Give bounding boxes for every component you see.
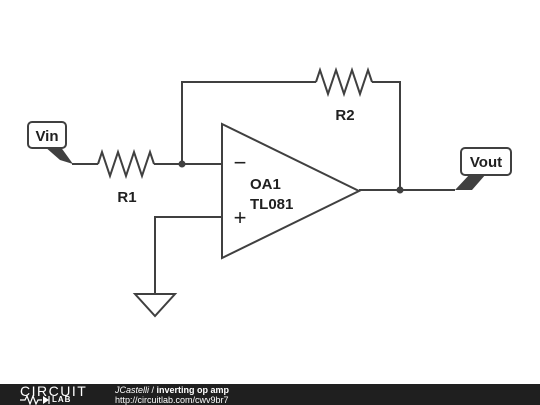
author-link[interactable]: JCastelli xyxy=(115,385,150,395)
junction-inverting-node xyxy=(178,160,186,168)
opamp-ref-label: OA1 xyxy=(250,176,281,193)
logo-resistor-icon xyxy=(20,395,50,405)
opamp-minus-sign: − xyxy=(234,150,247,175)
footer-bar: CIRCUIT LAB JCastelli / inverting op amp… xyxy=(0,384,540,405)
credit-separator: / xyxy=(149,385,157,395)
opamp-triangle xyxy=(221,122,362,260)
feedback-wire-left xyxy=(181,81,316,164)
r1-label: R1 xyxy=(117,189,136,206)
schematic-svg: Vin Vout R1 R2 OA1 TL081 − + xyxy=(27,66,512,318)
feedback-wire-right xyxy=(372,81,401,190)
footer-credit: JCastelli / inverting op amp xyxy=(115,385,229,395)
vout-flag-pointer xyxy=(455,174,486,190)
circuitlab-logo[interactable]: CIRCUIT LAB xyxy=(20,383,98,405)
ground-wire xyxy=(154,216,222,294)
vout-flag-box xyxy=(460,147,512,176)
junction-output-node xyxy=(396,186,404,194)
vin-flag-pointer xyxy=(44,146,73,164)
circuit-url-link[interactable]: http://circuitlab.com/cwv9br7 xyxy=(115,395,229,405)
ground-symbol xyxy=(132,293,178,318)
vout-label: Vout xyxy=(470,154,502,171)
logo-text-top: CIRCUIT xyxy=(20,383,88,399)
circuit-title: inverting op amp xyxy=(156,385,230,395)
r2-label: R2 xyxy=(335,107,354,124)
opamp-part-label: TL081 xyxy=(250,196,293,213)
r1-resistor xyxy=(97,148,155,180)
opamp-plus-sign: + xyxy=(234,205,247,230)
vin-flag-box xyxy=(27,121,67,149)
vin-label: Vin xyxy=(35,128,58,145)
r2-resistor xyxy=(315,66,373,98)
logo-text-bottom: LAB xyxy=(52,395,72,404)
